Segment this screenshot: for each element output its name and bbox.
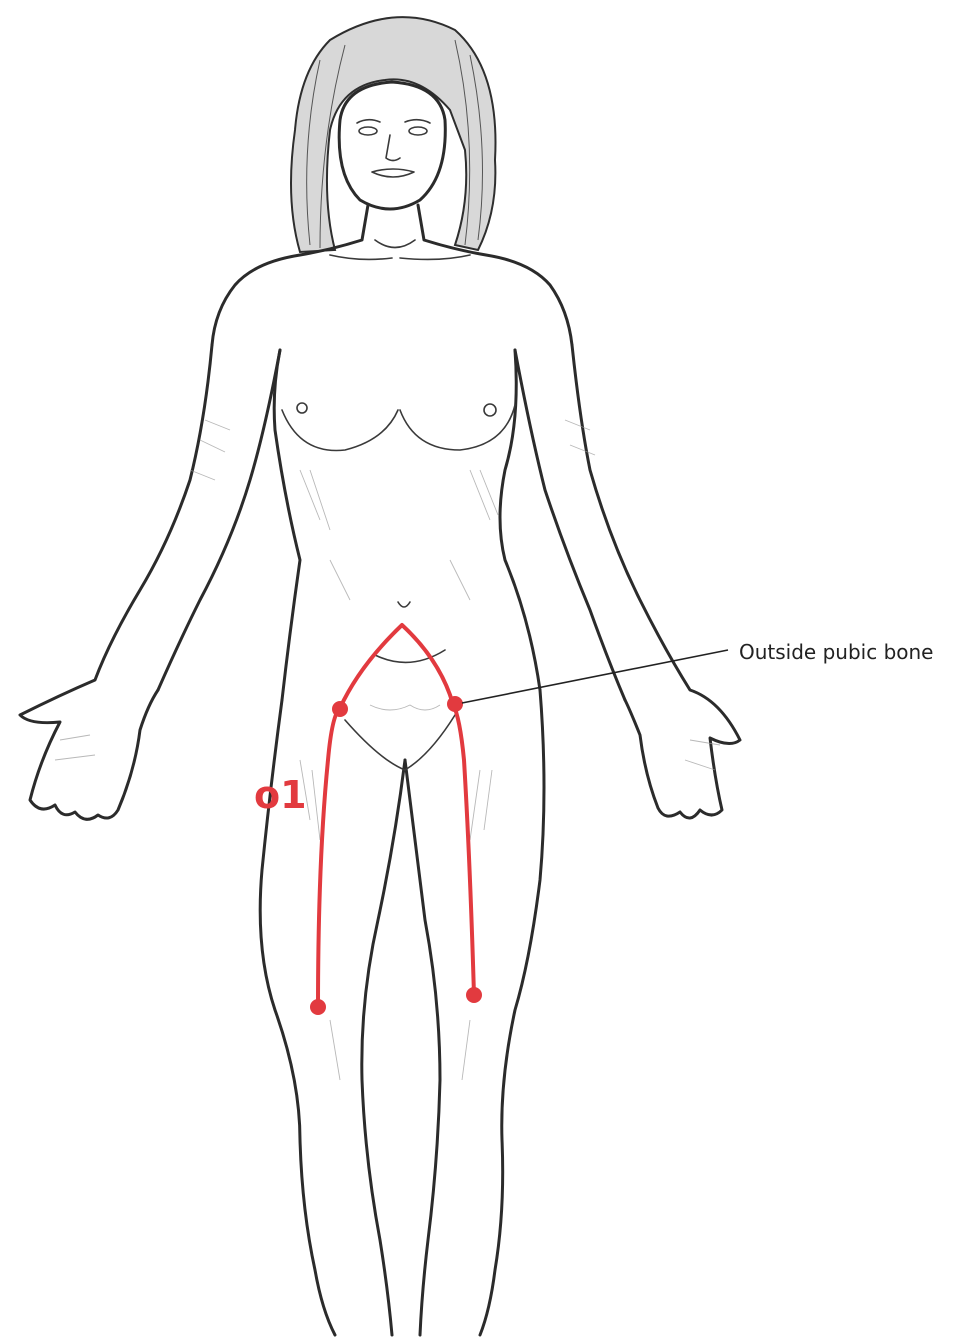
right-arm [515, 345, 740, 818]
meridian-line-right [453, 704, 474, 995]
meridian-arch [340, 625, 453, 708]
torso [212, 205, 572, 700]
annotation-label: Outside pubic bone [739, 640, 933, 664]
meridian-point-right-knee [466, 987, 482, 1003]
meridian-pathway: o1 [254, 625, 482, 1015]
left-arm [20, 345, 280, 819]
meridian-point-left-knee [310, 999, 326, 1015]
channel-label: o1 [254, 773, 307, 817]
legs [260, 650, 544, 1335]
annotation-leader-line [462, 650, 728, 703]
hair [291, 17, 496, 252]
meridian-line-left [318, 708, 340, 1008]
face [339, 82, 445, 209]
meridian-point-left-hip [332, 701, 348, 717]
meridian-point-right-hip [447, 696, 463, 712]
